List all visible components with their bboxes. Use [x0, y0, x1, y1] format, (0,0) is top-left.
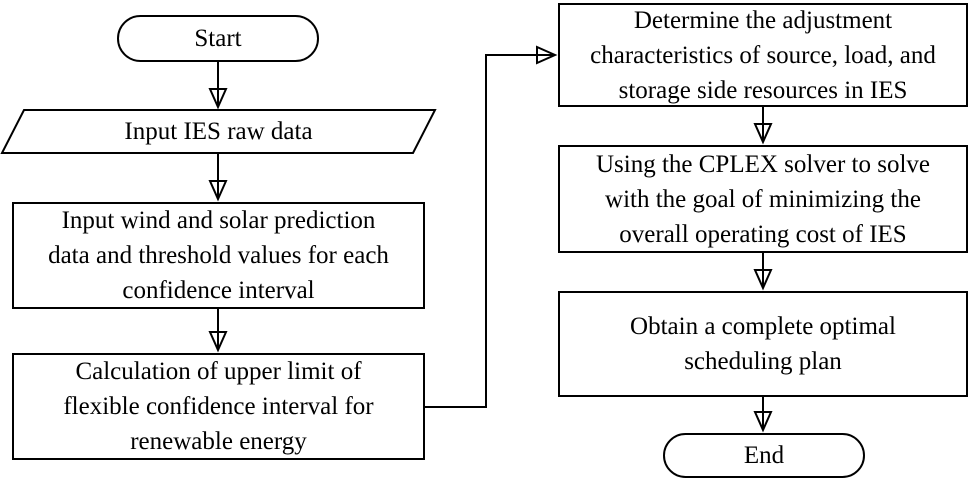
- node-end: End: [663, 433, 865, 478]
- node-obtain-scheduling-plan: Obtain a complete optimal scheduling pla…: [558, 291, 968, 397]
- node-determine-adjustment: Determine the adjustment characteristics…: [558, 3, 968, 107]
- node-calculation-upper-limit: Calculation of upper limit of flexible c…: [12, 353, 425, 460]
- node-cplex-solver: Using the CPLEX solver to solve with the…: [558, 145, 968, 253]
- io-parallelogram-shape: [0, 109, 437, 154]
- node-start: Start: [117, 15, 319, 62]
- node-input-prediction-data: Input wind and solar prediction data and…: [12, 202, 425, 309]
- node-input-ies-raw-data: Input IES raw data: [124, 118, 313, 145]
- arrow-calculation-to-determine: [425, 45, 558, 408]
